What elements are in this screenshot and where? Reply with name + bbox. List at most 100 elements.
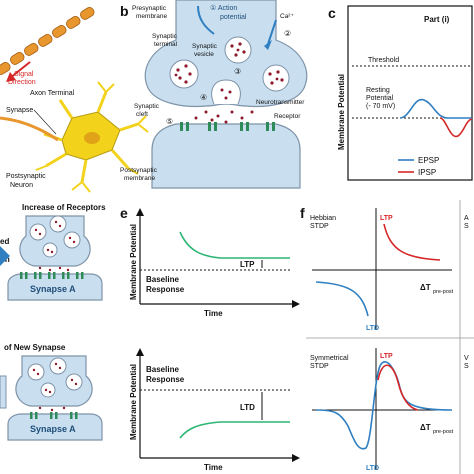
upper-receptors bbox=[20, 272, 84, 279]
signal-direction-label: Signal bbox=[14, 71, 34, 78]
synaptic-terminal-label-2: terminal bbox=[154, 41, 178, 48]
right-top-fragment-2: S bbox=[464, 223, 469, 230]
lower-vesicles bbox=[27, 357, 83, 398]
synapse-a-label-lower: Synapse A bbox=[30, 424, 76, 434]
new-synapse-title: of New Synapse bbox=[4, 343, 66, 352]
synapse-label: Synapse bbox=[6, 107, 33, 114]
resting-potential-label-3: (- 70 mV) bbox=[366, 103, 395, 110]
synaptic-cleft-label-2: cleft bbox=[136, 111, 148, 118]
panel-a: Signal Direction Axon Terminal Synapse P… bbox=[0, 7, 149, 193]
synaptic-terminal-label: Synaptic bbox=[152, 33, 178, 40]
postsynaptic-label: Postsynaptic bbox=[6, 173, 46, 180]
panel-f-letter: f bbox=[300, 205, 305, 221]
nucleus bbox=[84, 132, 100, 144]
top-xlabel: Time bbox=[204, 309, 223, 318]
action-potential-label-2: potential bbox=[220, 14, 247, 21]
adjacent-synapse-edge bbox=[0, 375, 7, 409]
bottom-baseline-label-2: Response bbox=[146, 375, 185, 384]
panel-e-ylabel-bottom: Membrane Potential bbox=[129, 364, 138, 440]
symmetric-axis-sub: pre-post bbox=[433, 429, 454, 435]
right-top-fragment: A bbox=[464, 215, 469, 222]
presynaptic-membrane-label-2: membrane bbox=[136, 13, 167, 20]
step-2-label: ② bbox=[284, 29, 291, 38]
panel-c-ylabel: Membrane Potential bbox=[337, 74, 346, 150]
calcium-arrowhead bbox=[264, 40, 272, 50]
increase-receptors-title: Increase of Receptors bbox=[22, 203, 106, 212]
panel-c-frame bbox=[347, 5, 473, 181]
receptors bbox=[180, 122, 275, 131]
epsp-trace bbox=[399, 98, 472, 119]
panel-e: e Membrane Potential LTP Baseline Respon… bbox=[120, 205, 300, 472]
step-3-label: ③ bbox=[234, 67, 241, 76]
lower-postsynaptic bbox=[7, 413, 103, 441]
vesicle-contents bbox=[174, 42, 284, 124]
symmetric-label: Symmetrical bbox=[310, 355, 349, 362]
ipsp-trace bbox=[439, 117, 473, 138]
hebbian-ltp-label: LTP bbox=[380, 215, 393, 222]
axon bbox=[0, 7, 95, 75]
hebbian-axis-sub: pre-post bbox=[433, 289, 454, 295]
right-bottom-fragment: V bbox=[464, 355, 469, 362]
legend-epsp-label: EPSP bbox=[418, 156, 439, 165]
panel-f: f Hebbian STDP LTP LTD ΔT pre-post Symme… bbox=[300, 200, 474, 474]
calcium-arrow bbox=[267, 19, 277, 45]
top-x-arrowhead bbox=[292, 300, 300, 308]
synaptic-cleft-label: Synaptic bbox=[134, 103, 160, 110]
panel-d: Increase of Receptors ed on Synapse A of… bbox=[0, 203, 106, 441]
neurotransmitter-label: Neurotransmitter bbox=[256, 99, 305, 106]
top-baseline-label: Baseline bbox=[146, 275, 179, 284]
symmetric-stdp-curve bbox=[315, 361, 453, 450]
lower-vesicle-dots bbox=[32, 362, 78, 412]
hebbian-label: Hebbian bbox=[310, 215, 336, 222]
threshold-label: Threshold bbox=[368, 57, 399, 64]
symmetric-axis-label: ΔT bbox=[420, 423, 431, 432]
legend-ipsp-label: IPSP bbox=[418, 168, 436, 177]
ltd-tag: LTD bbox=[240, 403, 255, 412]
action-potential-arrow bbox=[197, 5, 215, 35]
axon-terminal bbox=[0, 116, 59, 142]
step-4-label: ④ bbox=[200, 93, 207, 102]
synaptic-vesicle-label: Synaptic bbox=[192, 43, 218, 50]
ltd-trace bbox=[179, 421, 290, 439]
upper-vesicle-dots bbox=[34, 220, 76, 272]
signal-direction-arrow bbox=[9, 61, 31, 79]
postsynaptic-membrane-label: Postsynaptic bbox=[120, 167, 158, 174]
symmetric-ltp-label: LTP bbox=[380, 353, 393, 360]
signal-arrowhead bbox=[6, 72, 16, 82]
resting-potential-label: Resting bbox=[366, 87, 390, 94]
left-fragment-ed: ed bbox=[0, 237, 9, 246]
calcium-label: Ca²⁺ bbox=[280, 13, 294, 20]
top-baseline-label-2: Response bbox=[146, 285, 185, 294]
postsynaptic-terminal bbox=[151, 123, 301, 189]
bottom-xlabel: Time bbox=[204, 463, 223, 472]
resting-potential-label-2: Potential bbox=[366, 95, 394, 102]
synapse-pointer bbox=[33, 109, 57, 135]
lower-receptors bbox=[30, 412, 78, 419]
left-arrow bbox=[0, 246, 10, 266]
upper-postsynaptic bbox=[7, 273, 103, 301]
panel-c: c Part (i) Membrane Potential Threshold … bbox=[328, 5, 473, 181]
hebbian-ltd-label: LTD bbox=[366, 325, 379, 332]
upper-vesicles bbox=[29, 215, 81, 258]
bottom-baseline-label: Baseline bbox=[146, 365, 179, 374]
hebbian-label-2: STDP bbox=[310, 223, 329, 230]
panel-b: b Presynaptic me bbox=[120, 0, 308, 189]
synaptic-vesicle-label-2: vesicle bbox=[194, 51, 214, 58]
postsynaptic-membrane-label-2: membrane bbox=[124, 175, 155, 182]
bottom-x-arrowhead bbox=[292, 454, 300, 462]
panel-e-letter: e bbox=[120, 205, 128, 221]
synaptic-vesicles bbox=[169, 36, 290, 105]
right-bottom-fragment-2: S bbox=[464, 363, 469, 370]
panel-e-ylabel-top: Membrane Potential bbox=[129, 224, 138, 300]
symmetric-ltp-curve bbox=[377, 364, 419, 411]
hebbian-ltp-curve bbox=[383, 223, 441, 261]
bottom-y-arrowhead bbox=[136, 348, 144, 356]
axon-terminal-label: Axon Terminal bbox=[30, 90, 75, 97]
hebbian-axis-label: ΔT bbox=[420, 283, 431, 292]
presynaptic-membrane-label: Presynaptic bbox=[132, 5, 167, 12]
ltp-trace bbox=[179, 231, 290, 259]
symmetric-ltd-label: LTD bbox=[366, 465, 379, 472]
action-potential-label: ① Action bbox=[210, 4, 237, 12]
hebbian-ltd-curve bbox=[315, 281, 369, 317]
